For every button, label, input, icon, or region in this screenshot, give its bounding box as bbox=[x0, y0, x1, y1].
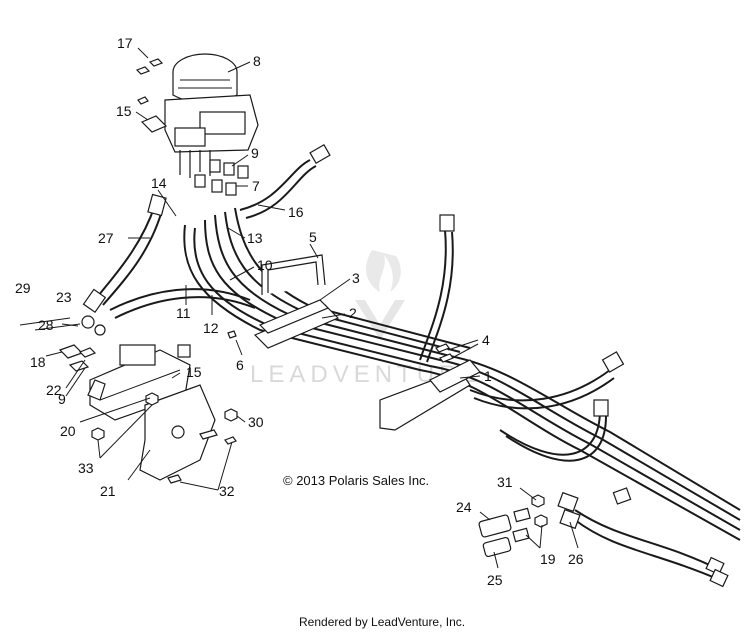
callout-6: 6 bbox=[236, 357, 244, 373]
hose-16 bbox=[239, 143, 331, 219]
hose-right-upper bbox=[419, 214, 625, 462]
hose-27 bbox=[82, 193, 167, 314]
hose-right-lower bbox=[574, 487, 729, 588]
callout-16: 16 bbox=[288, 204, 304, 220]
callout-5: 5 bbox=[309, 229, 317, 245]
callout-1: 1 bbox=[484, 368, 492, 384]
callout-32: 32 bbox=[219, 483, 235, 499]
callout-15-top: 15 bbox=[116, 103, 132, 119]
footer-credit: Rendered by LeadVenture, Inc. bbox=[299, 615, 465, 629]
clamp-plate-2-3 bbox=[253, 299, 340, 349]
callout-13: 13 bbox=[247, 230, 263, 246]
callout-23: 23 bbox=[56, 289, 72, 305]
callout-14: 14 bbox=[151, 175, 167, 191]
callout-31: 31 bbox=[497, 474, 513, 490]
callout-12: 12 bbox=[203, 320, 219, 336]
callout-8: 8 bbox=[253, 53, 261, 69]
callout-11: 11 bbox=[176, 305, 191, 321]
bolts-17 bbox=[135, 58, 164, 75]
callout-9-top: 9 bbox=[251, 145, 259, 161]
callout-25: 25 bbox=[487, 572, 503, 588]
callout-9-bottom: 9 bbox=[58, 391, 66, 407]
copyright-text: © 2013 Polaris Sales Inc. bbox=[283, 473, 429, 488]
callout-22: 22 bbox=[46, 382, 62, 398]
left-hardware bbox=[19, 315, 106, 372]
callout-3: 3 bbox=[352, 270, 360, 286]
callout-4: 4 bbox=[482, 332, 490, 348]
callout-17: 17 bbox=[117, 35, 133, 51]
bracket-5 bbox=[261, 254, 326, 295]
callout-29: 29 bbox=[15, 280, 31, 296]
callout-7: 7 bbox=[252, 178, 260, 194]
hydraulic-pump bbox=[164, 53, 259, 178]
fasteners bbox=[91, 330, 238, 484]
clip-4 bbox=[435, 343, 454, 363]
callout-2: 2 bbox=[349, 305, 357, 321]
callout-18: 18 bbox=[30, 354, 46, 370]
fittings-7-9 bbox=[194, 159, 249, 196]
callout-27: 27 bbox=[98, 230, 114, 246]
fittings-lower-right bbox=[478, 491, 581, 558]
callout-26: 26 bbox=[568, 551, 584, 567]
callout-24: 24 bbox=[456, 499, 472, 515]
callout-19: 19 bbox=[540, 551, 556, 567]
callout-30: 30 bbox=[248, 414, 264, 430]
control-valve bbox=[87, 344, 191, 421]
callout-10: 10 bbox=[257, 257, 273, 273]
bracket-21 bbox=[139, 384, 216, 481]
callout-20: 20 bbox=[60, 423, 76, 439]
leader-lines bbox=[45, 47, 579, 569]
callout-21: 21 bbox=[100, 483, 116, 499]
callout-15-bottom: 15 bbox=[186, 364, 202, 380]
bracket-1 bbox=[379, 359, 481, 431]
callout-28: 28 bbox=[38, 317, 54, 333]
callout-33: 33 bbox=[78, 460, 94, 476]
callouts: 17 8 15 9 7 14 16 27 13 5 10 3 2 4 1 29 … bbox=[15, 35, 584, 588]
fitting-15-top bbox=[137, 96, 168, 133]
